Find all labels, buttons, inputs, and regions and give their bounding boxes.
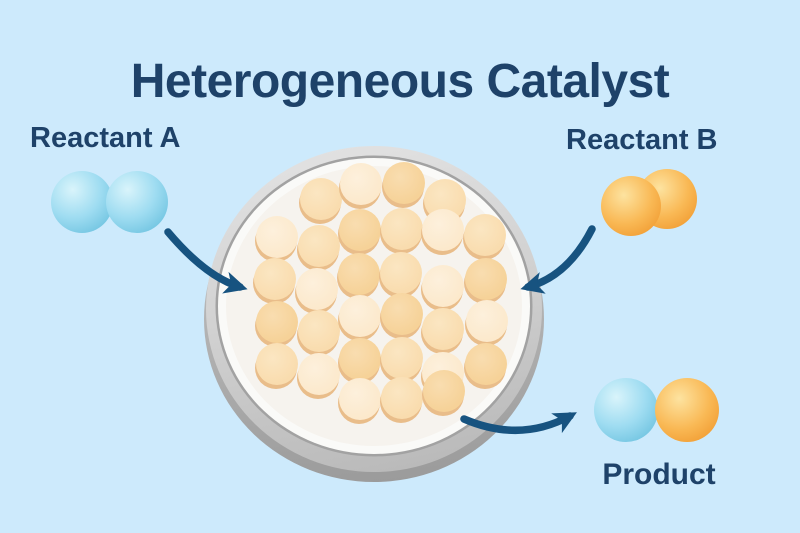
catalyst-pellet (297, 225, 340, 271)
catalyst-pellet (299, 178, 342, 224)
catalyst-pellet (338, 295, 381, 341)
catalyst-pellet (297, 310, 340, 356)
catalyst-pellet (380, 208, 423, 254)
blue-atom-sphere (594, 378, 658, 442)
catalyst-pellet (253, 258, 296, 304)
catalyst-pellet (421, 265, 464, 311)
catalyst-pellet (338, 209, 381, 255)
catalyst-pellet (338, 378, 381, 424)
catalyst-pellet (338, 338, 381, 384)
catalyst-pellet (380, 377, 423, 423)
catalyst-pellet (422, 370, 465, 416)
catalyst-pellet (382, 162, 425, 208)
reactant-a-molecule (51, 171, 168, 233)
catalyst-pellet (337, 253, 380, 299)
catalyst-pellet (465, 300, 508, 346)
catalyst-pellet (255, 216, 298, 262)
catalyst-pellet (297, 353, 340, 399)
blue-atom-sphere (106, 171, 168, 233)
catalyst-pellet (421, 209, 464, 255)
catalyst-pellet (255, 301, 298, 347)
catalyst-pellet (339, 163, 382, 209)
product-label: Product (602, 458, 716, 491)
catalyst-pellet (379, 252, 422, 298)
catalyst-pellet (380, 337, 423, 383)
catalyst-pellet (255, 343, 298, 389)
product-molecule (594, 378, 719, 442)
catalyst-pellet (380, 293, 423, 339)
page-title: Heterogeneous Catalyst (130, 55, 670, 109)
reactant-b-molecule (601, 169, 697, 236)
orange-atom-sphere (601, 176, 661, 236)
catalyst-pellet (464, 343, 507, 389)
blue-atom-sphere (51, 171, 113, 233)
catalyst-pellet (295, 268, 338, 314)
reactant-b-label: Reactant B (566, 124, 718, 156)
reactant-a-label: Reactant A (30, 122, 181, 154)
orange-atom-sphere (655, 378, 719, 442)
catalyst-pellet (421, 308, 464, 354)
catalyst-pellet (463, 214, 506, 260)
catalyst-pellet (464, 258, 507, 304)
